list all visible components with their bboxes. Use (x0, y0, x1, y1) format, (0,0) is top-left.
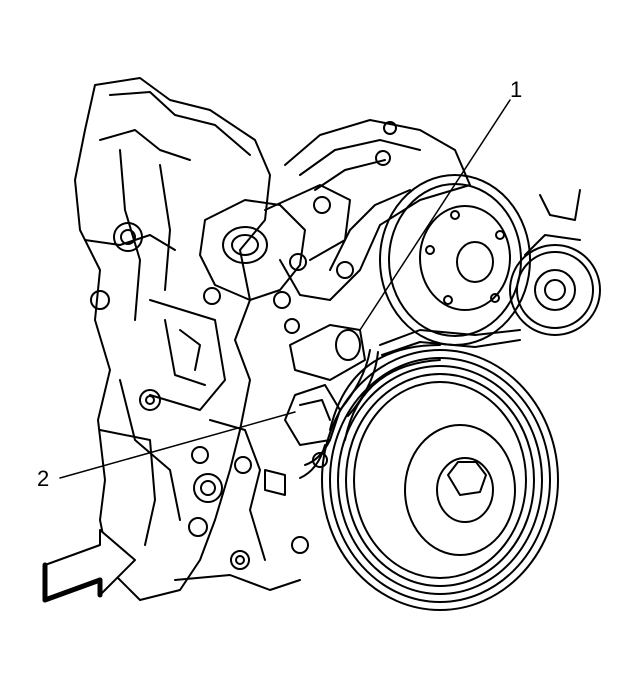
engine-block (74, 77, 309, 601)
upper-pulley (379, 174, 531, 346)
callout-leaders (59, 99, 511, 479)
leader-2 (59, 411, 296, 479)
water-pump-housing (199, 184, 351, 334)
direction-arrow-icon (42, 529, 136, 603)
sensor-harness (284, 324, 379, 479)
tensioner-pulley (509, 189, 601, 336)
drive-belt (379, 329, 521, 356)
callout-1-label: 1 (510, 77, 523, 102)
callout-2-label: 2 (37, 466, 50, 491)
crankshaft-balancer (321, 344, 559, 611)
alternator (279, 119, 471, 301)
leader-1 (359, 99, 511, 331)
